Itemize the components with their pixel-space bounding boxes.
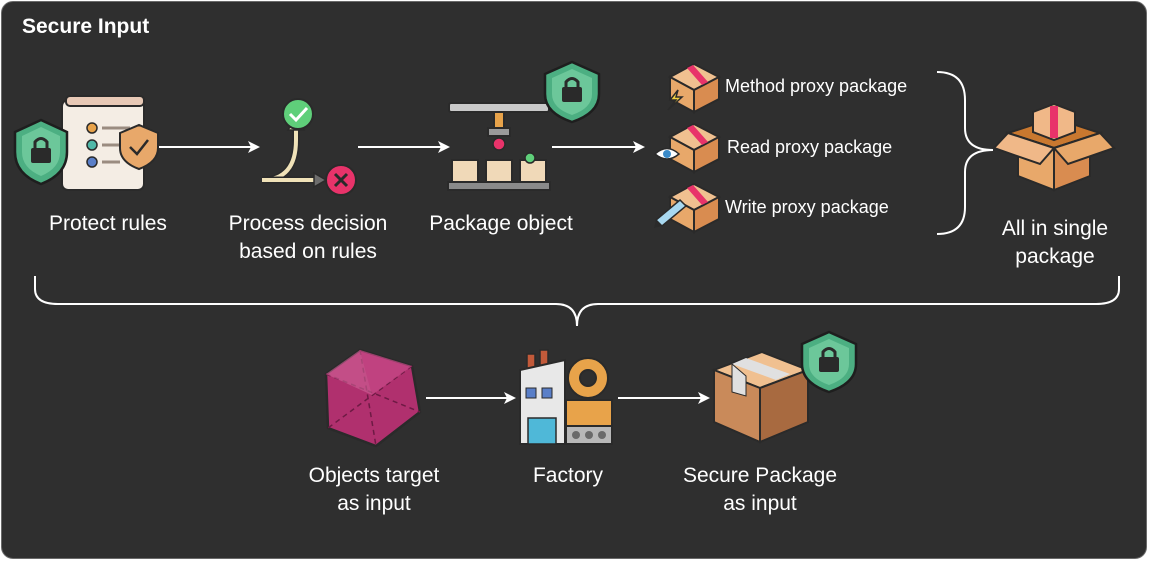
method-proxy-label: Method proxy package [725, 76, 908, 96]
method-proxy-icon [667, 62, 722, 114]
package-object-icon [447, 60, 601, 191]
process-decision-label-line1: Process decision [228, 212, 388, 235]
objects-target-label-line2: as input [337, 492, 411, 515]
combine-brace [34, 276, 1120, 327]
protect-rules-icon [13, 95, 159, 191]
proxies-brace [936, 71, 994, 235]
package-object-label: Package object [429, 212, 573, 235]
single-package-label-line2: package [1015, 245, 1095, 268]
gem-icon [324, 348, 422, 448]
process-decision-label-line2: based on rules [239, 240, 377, 263]
objects-target-label-line1: Objects target [308, 464, 440, 487]
process-decision-icon [261, 98, 357, 196]
read-proxy-label: Read proxy package [727, 137, 893, 157]
secure-package-label-line2: as input [723, 492, 797, 515]
single-package-label-line1: All in single [1001, 217, 1109, 240]
factory-label: Factory [532, 464, 603, 487]
secure-package-label-line1: Secure Package [682, 464, 838, 487]
write-proxy-label: Write proxy package [725, 197, 889, 217]
factory-icon [519, 349, 613, 445]
single-package-icon [992, 102, 1116, 192]
write-proxy-icon [654, 182, 722, 234]
secure-package-icon [711, 330, 858, 444]
panel-title: Secure Input [22, 15, 150, 38]
read-proxy-icon [653, 122, 722, 174]
protect-rules-label: Protect rules [49, 212, 167, 235]
